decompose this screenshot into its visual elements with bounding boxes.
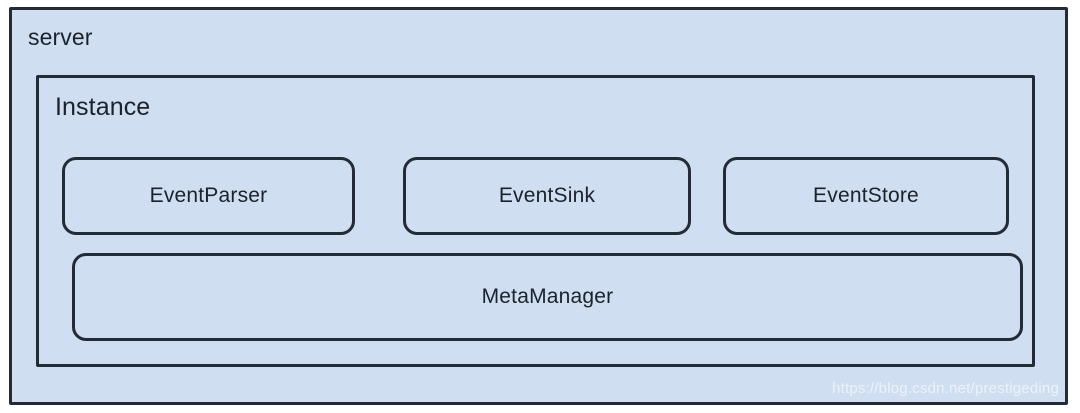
server-container-label: server — [28, 24, 93, 50]
component-metamanager: MetaManager — [72, 253, 1023, 341]
component-eventparser: EventParser — [62, 157, 355, 235]
component-eventparser-label: EventParser — [149, 184, 268, 207]
watermark-text: https://blog.csdn.net/prestigeding — [832, 380, 1059, 397]
instance-container-label: Instance — [55, 93, 151, 121]
component-eventsink: EventSink — [403, 157, 691, 235]
component-eventstore: EventStore — [723, 157, 1009, 235]
component-eventstore-label: EventStore — [813, 184, 919, 207]
component-metamanager-label: MetaManager — [481, 285, 614, 308]
component-eventsink-label: EventSink — [498, 184, 596, 207]
instance-container: Instance EventParser EventSink EventStor… — [36, 75, 1035, 367]
server-container: server Instance EventParser EventSink Ev… — [9, 7, 1068, 405]
